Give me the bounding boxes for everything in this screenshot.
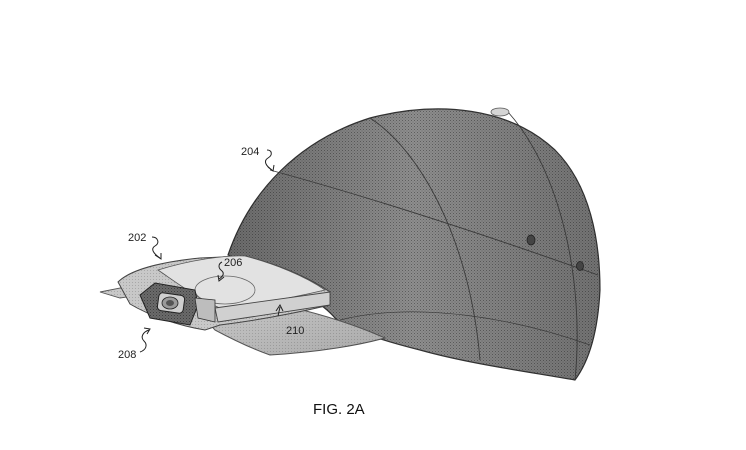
camera-module: [139, 282, 216, 326]
leader-lines: [139, 149, 275, 353]
label-202: 202: [128, 232, 146, 244]
label-206: 206: [224, 257, 242, 269]
figure-caption: FIG. 2A: [313, 401, 365, 418]
label-204: 204: [241, 146, 259, 158]
cap-crown: [227, 107, 601, 381]
label-208: 208: [118, 349, 136, 361]
label-210: 210: [286, 325, 304, 337]
